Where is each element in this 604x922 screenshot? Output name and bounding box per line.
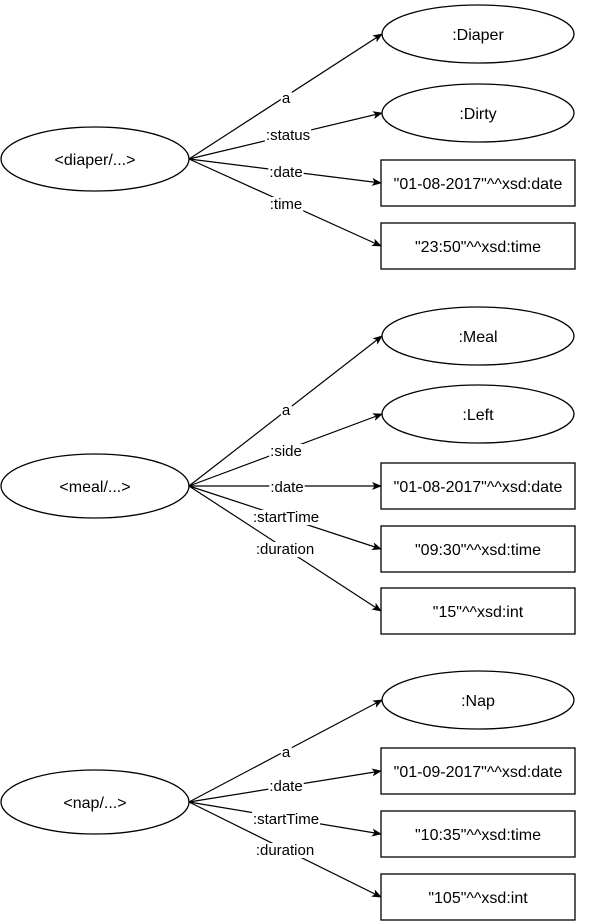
- edge-label-background: [269, 480, 305, 495]
- predicate-label: :duration: [256, 842, 314, 859]
- resource-ellipse: [381, 306, 575, 366]
- object-label: "105"^^xsd:int: [428, 890, 528, 907]
- edge-label-side: :side: [269, 443, 303, 460]
- edge-label-starttime: :startTime: [251, 509, 321, 526]
- literal-node-15-xsd-int: "15"^^xsd:int: [380, 587, 576, 635]
- object-label: "01-09-2017"^^xsd:date: [394, 764, 563, 781]
- edge-label-background: [269, 444, 303, 459]
- object-label: "15"^^xsd:int: [433, 604, 524, 621]
- edge-label-duration: :duration: [254, 541, 316, 558]
- edge-label-background: [251, 812, 321, 827]
- edge-label-background: [280, 91, 292, 106]
- object-label: "23:50"^^xsd:time: [415, 239, 541, 256]
- literal-node-01-08-2017-xsd-date: "01-08-2017"^^xsd:date: [380, 462, 576, 510]
- subject-ellipse: [0, 126, 190, 192]
- edge-label-a: a: [280, 402, 292, 419]
- node-layer: <diaper/...> :Diaper :Dirty "01-08-2017"^^x…: [0, 4, 576, 921]
- edge-label-date: :date: [268, 164, 304, 181]
- subject-node-diaper: <diaper/...>: [0, 126, 190, 192]
- edge-label-a: a: [280, 90, 292, 107]
- edge-label-time: :time: [268, 196, 304, 213]
- edge-label-date: :date: [269, 479, 305, 496]
- subject-label: <diaper/...>: [55, 152, 136, 169]
- edge-label-status: :status: [264, 127, 312, 144]
- literal-box: [380, 587, 576, 635]
- literal-node-01-08-2017-xsd-date: "01-08-2017"^^xsd:date: [380, 159, 576, 207]
- object-label: "10:35"^^xsd:time: [415, 827, 541, 844]
- edge-label-background: [254, 843, 316, 858]
- object-label: :Left: [462, 407, 494, 424]
- object-label: "01-08-2017"^^xsd:date: [394, 176, 563, 193]
- object-label: :Dirty: [459, 106, 496, 123]
- predicate-label: :date: [269, 164, 302, 181]
- edge-label-a: a: [280, 744, 292, 761]
- edge-label-background: [264, 128, 312, 143]
- edge-label-starttime: :startTime: [251, 811, 321, 828]
- predicate-label: a: [282, 402, 291, 419]
- predicate-label: :side: [270, 443, 302, 460]
- object-label: :Nap: [461, 693, 495, 710]
- literal-node-01-09-2017-xsd-date: "01-09-2017"^^xsd:date: [380, 747, 576, 795]
- resource-node-meal: :Meal: [381, 306, 575, 366]
- predicate-label: :date: [269, 778, 302, 795]
- object-label: :Meal: [458, 329, 497, 346]
- predicate-label: :status: [266, 127, 310, 144]
- subject-label: <meal/...>: [59, 479, 130, 496]
- literal-node-10-35-xsd-time: "10:35"^^xsd:time: [380, 810, 576, 858]
- literal-box: [380, 222, 576, 270]
- resource-node-dirty: :Dirty: [381, 83, 575, 143]
- predicate-label: :time: [270, 196, 303, 213]
- predicate-label: :duration: [256, 541, 314, 558]
- edge-label-background: [254, 542, 316, 557]
- resource-ellipse: [381, 4, 575, 64]
- edge-label-background: [268, 165, 304, 180]
- object-label: "01-08-2017"^^xsd:date: [394, 479, 563, 496]
- literal-box: [380, 873, 576, 921]
- edge-label-date: :date: [268, 778, 304, 795]
- resource-ellipse: [381, 670, 575, 730]
- subject-ellipse: [0, 769, 190, 835]
- predicate-label: a: [282, 90, 291, 107]
- subject-node-meal: <meal/...>: [0, 453, 190, 519]
- literal-node-23-50-xsd-time: "23:50"^^xsd:time: [380, 222, 576, 270]
- predicate-label: a: [282, 744, 291, 761]
- edge-label-background: [268, 197, 304, 212]
- subject-label: <nap/...>: [63, 795, 126, 812]
- subject-node-nap: <nap/...>: [0, 769, 190, 835]
- predicate-label: :startTime: [253, 811, 319, 828]
- literal-box: [380, 462, 576, 510]
- edge-label-duration: :duration: [254, 842, 316, 859]
- edge-label-background: [280, 745, 292, 760]
- edge-label-layer: a :status :date :time a :side :date :startTime:…: [251, 90, 321, 859]
- subject-ellipse: [0, 453, 190, 519]
- literal-box: [380, 159, 576, 207]
- predicate-label: :date: [270, 479, 303, 496]
- literal-box: [380, 810, 576, 858]
- edge-label-background: [268, 779, 304, 794]
- object-label: "09:30"^^xsd:time: [415, 542, 541, 559]
- object-label: :Diaper: [452, 27, 504, 44]
- resource-ellipse: [381, 83, 575, 143]
- edge-label-background: [251, 510, 321, 525]
- edge-label-background: [280, 403, 292, 418]
- literal-node-105-xsd-int: "105"^^xsd:int: [380, 873, 576, 921]
- literal-node-09-30-xsd-time: "09:30"^^xsd:time: [380, 525, 576, 573]
- resource-node-nap: :Nap: [381, 670, 575, 730]
- resource-ellipse: [381, 384, 575, 444]
- predicate-label: :startTime: [253, 509, 319, 526]
- literal-box: [380, 525, 576, 573]
- literal-box: [380, 747, 576, 795]
- resource-node-left: :Left: [381, 384, 575, 444]
- resource-node-diaper: :Diaper: [381, 4, 575, 64]
